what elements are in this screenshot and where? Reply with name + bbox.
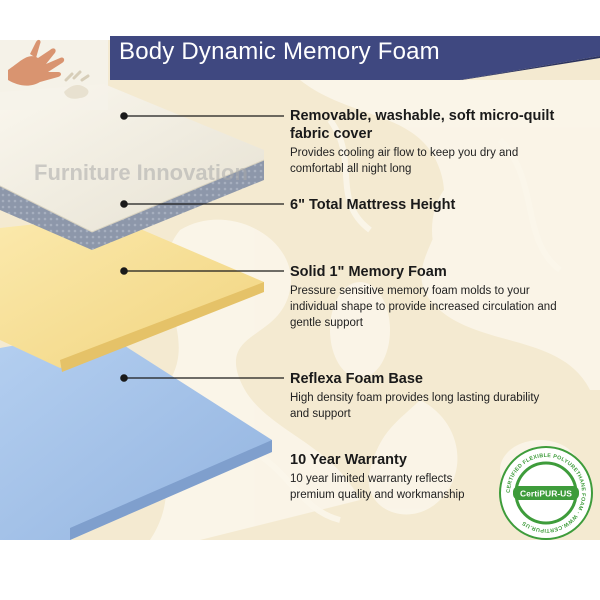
base-foam-layer bbox=[0, 330, 272, 540]
banner-title: Body Dynamic Memory Foam bbox=[119, 38, 440, 65]
cover-layer bbox=[0, 84, 265, 250]
feature-title: Reflexa Foam Base bbox=[290, 371, 423, 387]
hand-image bbox=[0, 39, 108, 110]
feature-description: Provides cooling air flow to keep you dr… bbox=[290, 147, 519, 175]
seal-brand: CertiPUR-US bbox=[520, 489, 572, 499]
feature-height: 6" Total Mattress Height bbox=[290, 196, 590, 214]
feature-title: Solid 1" Memory Foam bbox=[290, 264, 447, 280]
feature-title: Removable, washable, soft micro-quilt fa… bbox=[290, 108, 555, 142]
memory-foam-layer bbox=[0, 216, 264, 372]
feature-title: 10 Year Warranty bbox=[290, 452, 407, 468]
feature-title: 6" Total Mattress Height bbox=[290, 197, 456, 213]
feature-cover: Removable, washable, soft micro-quilt fa… bbox=[290, 107, 590, 177]
feature-description: 10 year limited warranty reflects premiu… bbox=[290, 473, 465, 501]
feature-description: Pressure sensitive memory foam molds to … bbox=[290, 285, 557, 329]
header-banner bbox=[0, 0, 600, 80]
feature-description: High density foam provides long lasting … bbox=[290, 392, 540, 420]
feature-base-foam: Reflexa Foam Base High density foam prov… bbox=[290, 370, 590, 422]
watermark-text: Furniture Innovation bbox=[34, 160, 248, 185]
certipur-seal: CERTIFIED FLEXIBLE POLYURETHANE FOAM · W… bbox=[499, 446, 593, 540]
feature-warranty: 10 Year Warranty 10 year limited warrant… bbox=[290, 451, 590, 503]
feature-memory-foam: Solid 1" Memory Foam Pressure sensitive … bbox=[290, 263, 590, 331]
